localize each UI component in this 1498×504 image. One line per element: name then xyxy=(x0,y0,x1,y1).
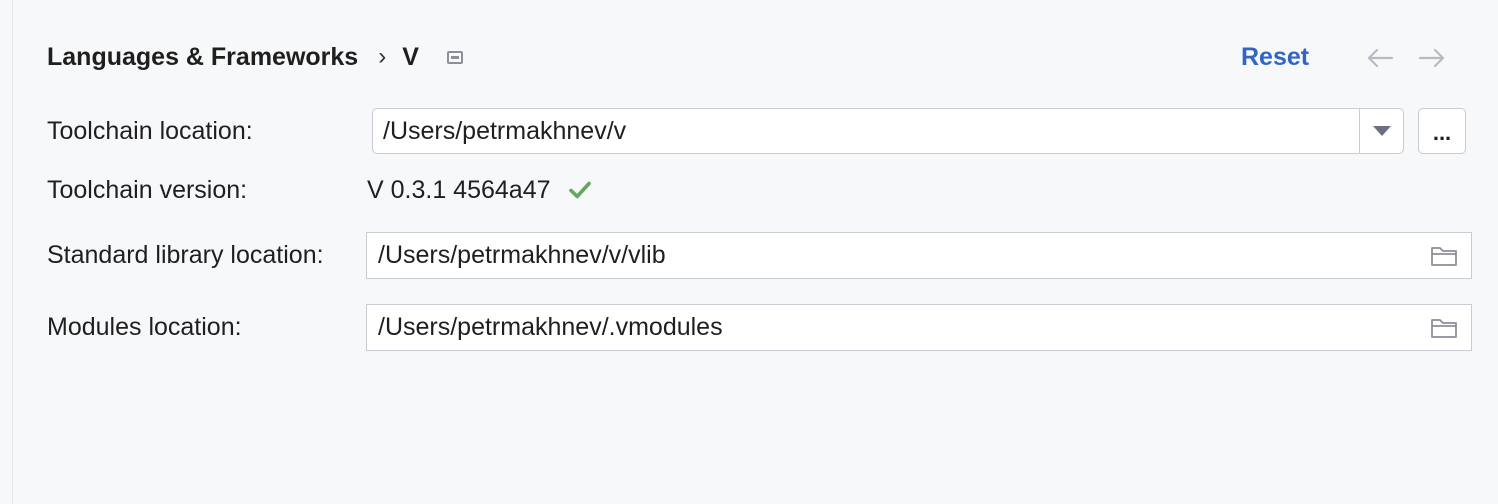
settings-panel: Languages & Frameworks › V Reset Toolcha… xyxy=(13,0,1498,504)
breadcrumb-parent[interactable]: Languages & Frameworks xyxy=(47,42,359,71)
toolchain-version-row: V 0.3.1 4564a47 xyxy=(367,174,592,206)
modules-location-field[interactable]: /Users/petrmakhnev/.vmodules xyxy=(366,304,1472,351)
left-sidebar-edge xyxy=(0,0,13,504)
reset-link[interactable]: Reset xyxy=(1241,43,1310,71)
modules-location-value[interactable]: /Users/petrmakhnev/.vmodules xyxy=(378,313,723,341)
breadcrumb-current: V xyxy=(402,42,419,71)
toolchain-location-combobox[interactable]: /Users/petrmakhnev/v xyxy=(372,108,1404,154)
stdlib-location-value[interactable]: /Users/petrmakhnev/v/vlib xyxy=(378,241,666,269)
arrow-right-icon[interactable] xyxy=(1417,43,1447,73)
toolchain-version-label: Toolchain version: xyxy=(47,176,248,204)
window-icon[interactable] xyxy=(446,50,463,64)
folder-icon[interactable] xyxy=(1430,316,1458,340)
folder-icon[interactable] xyxy=(1430,244,1458,268)
checkmark-icon xyxy=(568,181,591,199)
chevron-down-icon[interactable] xyxy=(1359,109,1403,153)
toolchain-location-value[interactable]: /Users/petrmakhnev/v xyxy=(383,116,627,145)
breadcrumb-separator: › xyxy=(378,43,387,70)
stdlib-location-field[interactable]: /Users/petrmakhnev/v/vlib xyxy=(366,232,1472,279)
breadcrumb: Languages & Frameworks › V xyxy=(47,40,463,74)
toolchain-version-value: V 0.3.1 4564a47 xyxy=(367,176,551,204)
stdlib-location-label: Standard library location: xyxy=(47,241,324,269)
toolchain-location-label: Toolchain location: xyxy=(47,117,253,145)
modules-location-label: Modules location: xyxy=(47,313,242,341)
arrow-left-icon[interactable] xyxy=(1365,43,1395,73)
toolchain-browse-button[interactable]: ... xyxy=(1418,108,1466,154)
